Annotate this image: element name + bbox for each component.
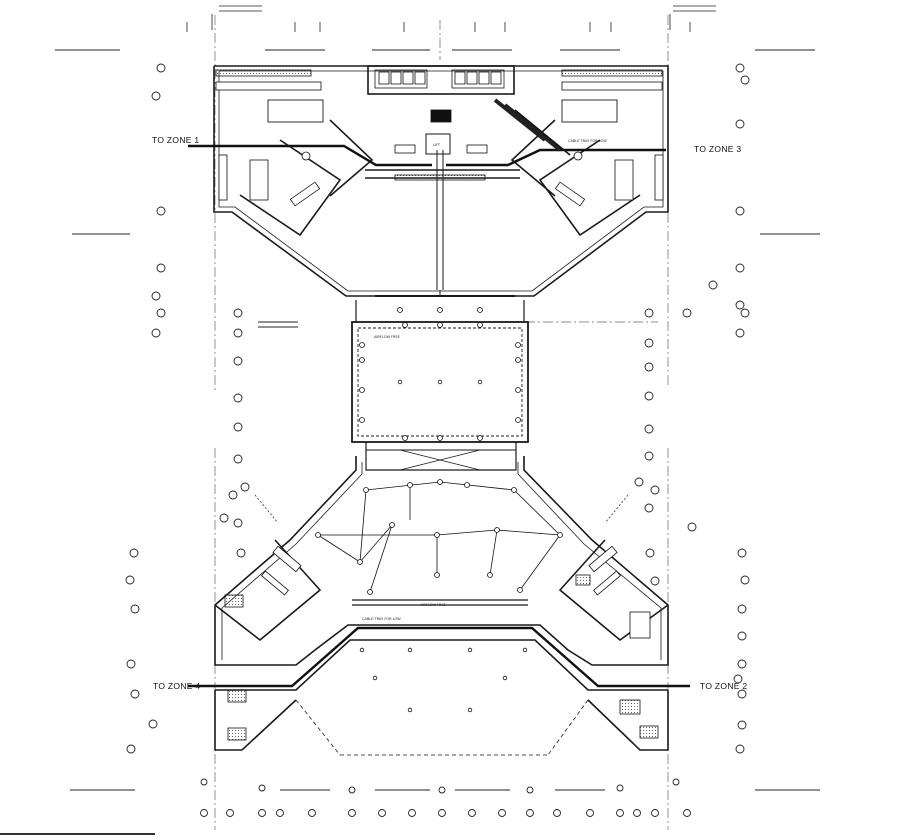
top-wing-walls	[213, 65, 669, 297]
flamefree-label: AIRFLOW FREE	[374, 335, 400, 339]
middle-hall-fixtures	[359, 307, 521, 441]
flamefree-bottom-label: AIRFLOW FREE	[420, 603, 446, 607]
grid-lines	[214, 15, 669, 830]
zone-2-label: TO ZONE 2	[700, 681, 747, 691]
reference-lines-bottom	[0, 789, 820, 835]
zone-4-label: TO ZONE 4	[153, 681, 200, 691]
reference-lines-top	[55, 49, 820, 328]
zone-1-label: TO ZONE 1	[152, 135, 199, 145]
bottom-wing-walls	[214, 456, 669, 756]
zone-lines-bottom	[188, 626, 690, 688]
cable-tray-bottom-label: CABLE TRAY FOR LOW	[362, 617, 401, 621]
middle-hall	[351, 290, 529, 471]
grid-bubbles	[125, 63, 750, 754]
cable-tray-top-label: CABLE TRAY FOR LOW	[568, 139, 607, 143]
bottom-column-dots	[200, 778, 691, 817]
zone-lines-top	[188, 144, 666, 167]
top-wing-equipment	[215, 69, 664, 207]
zone-3-label: TO ZONE 3	[694, 144, 741, 154]
bottom-wing-fixtures	[224, 479, 659, 741]
lift-label: LIFT	[433, 143, 441, 147]
top-dimension-markers	[186, 5, 716, 32]
bottom-wing-wiring	[317, 481, 561, 593]
